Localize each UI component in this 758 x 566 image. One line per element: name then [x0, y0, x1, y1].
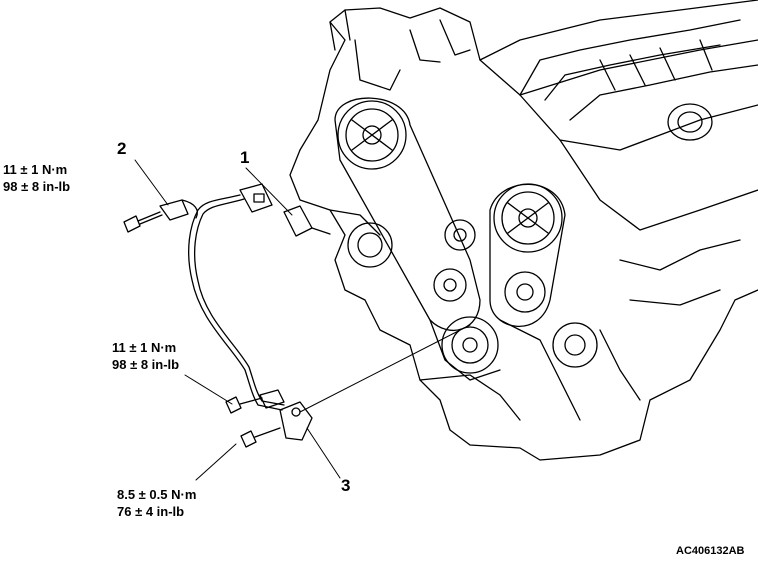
clamp-2 [159, 199, 198, 221]
wire-harness [188, 194, 285, 411]
torque-nm: 11 ± 1 N·m [3, 162, 68, 177]
cam-pulley-right [493, 183, 563, 253]
torque-spec-bolt-2: 11 ± 1 N·m 98 ± 8 in-lb [3, 161, 70, 195]
torque-inlb: 98 ± 8 in-lb [112, 357, 180, 372]
torque-inlb: 98 ± 8 in-lb [3, 179, 71, 194]
leader-lines [134, 159, 471, 481]
torque-nm: 11 ± 1 N·m [112, 340, 177, 355]
bolt-3 [240, 427, 281, 448]
crank-pulley [347, 222, 598, 374]
torque-nm: 8.5 ± 0.5 N·m [117, 487, 197, 502]
torque-inlb: 76 ± 4 in-lb [117, 504, 185, 519]
engine-block [289, 0, 758, 461]
bolt-1-lower [225, 396, 263, 414]
figure-id: AC406132AB [676, 545, 745, 557]
idler-pulleys [433, 219, 546, 313]
cam-pulley-left [337, 100, 407, 170]
torque-spec-bolt-3: 8.5 ± 0.5 N·m 76 ± 4 in-lb [117, 486, 196, 520]
torque-spec-bolt-lower: 11 ± 1 N·m 98 ± 8 in-lb [112, 339, 179, 373]
timing-belt [334, 97, 566, 381]
cylinder-head [329, 9, 758, 141]
callout-2: 2 [117, 139, 127, 158]
bolt-2 [123, 211, 163, 233]
callout-1: 1 [240, 148, 250, 167]
callout-3: 3 [341, 476, 351, 495]
sensor-1 [239, 183, 331, 237]
